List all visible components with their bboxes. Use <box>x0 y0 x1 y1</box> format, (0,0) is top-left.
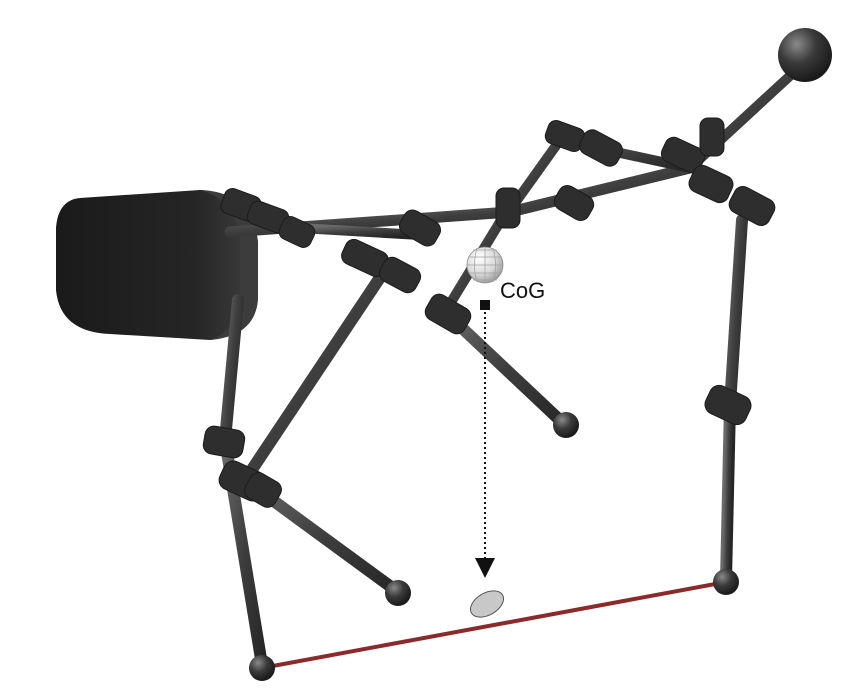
joint <box>424 293 472 335</box>
foot <box>713 569 739 595</box>
rear-leg <box>720 214 748 586</box>
joint <box>699 117 725 157</box>
joint <box>278 216 316 248</box>
joint <box>660 136 706 174</box>
front-right-leg <box>239 264 404 598</box>
joint <box>704 384 752 426</box>
feet <box>249 412 739 681</box>
foot <box>553 412 579 438</box>
projected-cog <box>469 590 505 618</box>
joint <box>728 185 776 227</box>
joint <box>378 256 422 294</box>
cog-sphere <box>466 246 504 284</box>
joint <box>202 425 246 459</box>
foot <box>385 580 411 606</box>
projection-origin-marker <box>480 300 490 310</box>
head-ball <box>778 28 832 82</box>
joints <box>202 117 776 508</box>
foot <box>249 655 275 681</box>
joint <box>579 129 623 167</box>
joint <box>398 209 442 247</box>
joint <box>553 185 595 221</box>
joint <box>688 164 734 204</box>
joint <box>495 187 521 229</box>
support-line <box>261 580 727 670</box>
cog-label: CoG <box>500 278 545 303</box>
joint <box>244 472 282 508</box>
